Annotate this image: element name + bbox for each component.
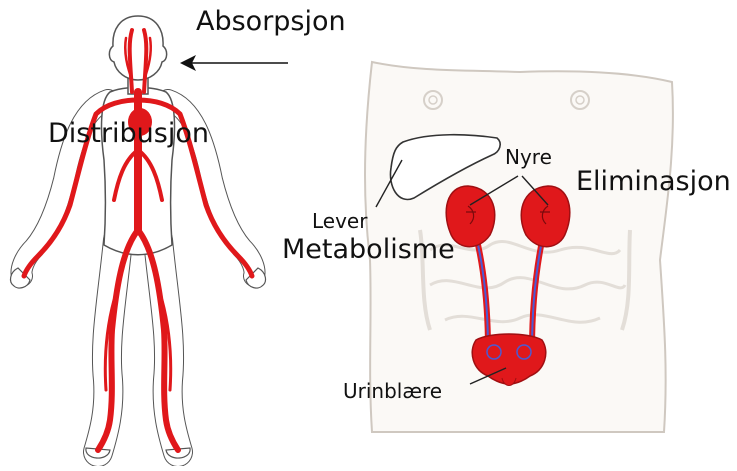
label-liver: Lever [312,211,367,231]
human-body-outline [11,16,266,458]
label-absorption: Absorpsjon [196,8,346,35]
label-distribution: Distribusjon [48,120,209,147]
label-elimination: Eliminasjon [576,168,731,195]
absorption-arrow [180,55,288,71]
label-bladder: Urinblære [343,381,442,401]
kidney-right [521,186,570,247]
label-kidney: Nyre [505,147,552,167]
label-metabolism: Metabolisme [282,236,455,263]
